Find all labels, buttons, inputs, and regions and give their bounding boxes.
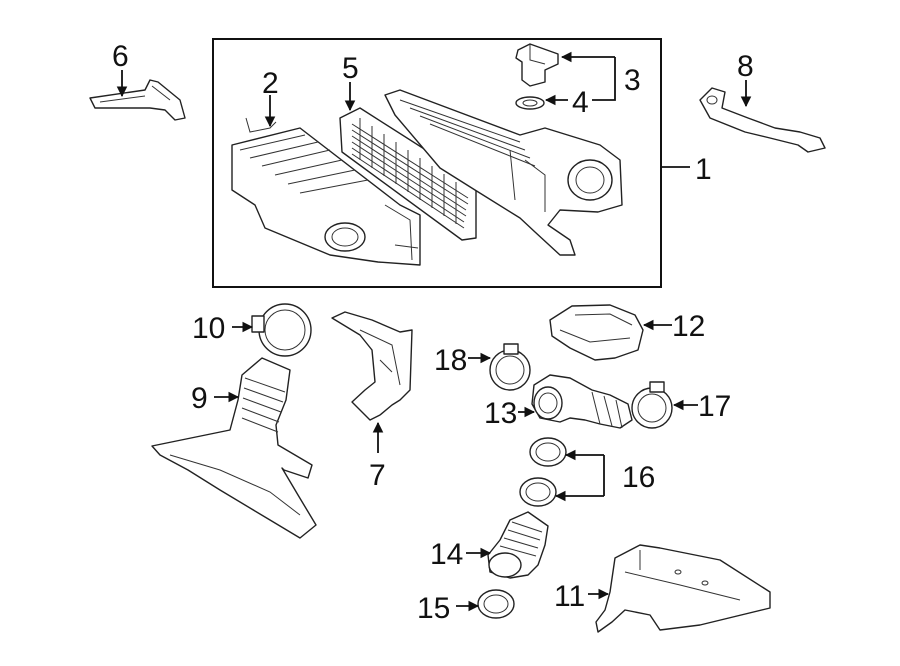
callout-18: 18	[434, 344, 467, 377]
callout-5: 5	[342, 52, 359, 85]
air-cleaner-cover[interactable]	[549, 304, 644, 361]
callout-16: 16	[622, 461, 655, 494]
hose-clamp-18[interactable]	[489, 343, 531, 391]
air-filter-element[interactable]	[339, 107, 477, 241]
leader-lines	[116, 51, 752, 612]
hose-clamp-16-upper[interactable]	[529, 437, 567, 467]
callout-8: 8	[737, 50, 754, 83]
bracket-7[interactable]	[331, 311, 413, 421]
air-duct-lower[interactable]	[595, 544, 771, 633]
bracket-6[interactable]	[89, 79, 186, 121]
callout-11: 11	[554, 580, 585, 613]
callout-1: 1	[695, 153, 712, 186]
air-cleaner-case-upper[interactable]	[384, 89, 623, 256]
intake-hose[interactable]	[531, 374, 633, 429]
callout-7: 7	[369, 459, 386, 492]
callout-9: 9	[191, 382, 208, 415]
callout-15: 15	[417, 592, 450, 625]
hose-clamp-10[interactable]	[251, 303, 312, 357]
air-duct-inlet[interactable]	[151, 357, 317, 539]
hose-clamp-16-lower[interactable]	[519, 477, 557, 507]
sensor-gasket[interactable]	[515, 96, 545, 110]
assembly-frame	[212, 38, 662, 288]
callout-10: 10	[192, 312, 225, 345]
callout-17: 17	[698, 390, 731, 423]
hose-clamp-15[interactable]	[477, 589, 515, 619]
callout-3: 3	[624, 64, 641, 97]
callout-12: 12	[672, 310, 705, 343]
air-cleaner-case-lower[interactable]	[231, 117, 421, 266]
callout-4: 4	[572, 86, 589, 119]
callout-13: 13	[484, 397, 517, 430]
callout-14: 14	[430, 538, 463, 571]
callout-6: 6	[112, 40, 129, 73]
mass-air-flow-sensor[interactable]	[515, 43, 559, 87]
callout-2: 2	[262, 67, 279, 100]
callout-labels: 1 2 3 4 5 6 7 8 9 10 11 12 13 14 15 16 1…	[112, 40, 754, 625]
hose-clamp-17[interactable]	[631, 381, 673, 429]
air-hose-14[interactable]	[487, 511, 549, 579]
bracket-8[interactable]	[699, 87, 826, 153]
